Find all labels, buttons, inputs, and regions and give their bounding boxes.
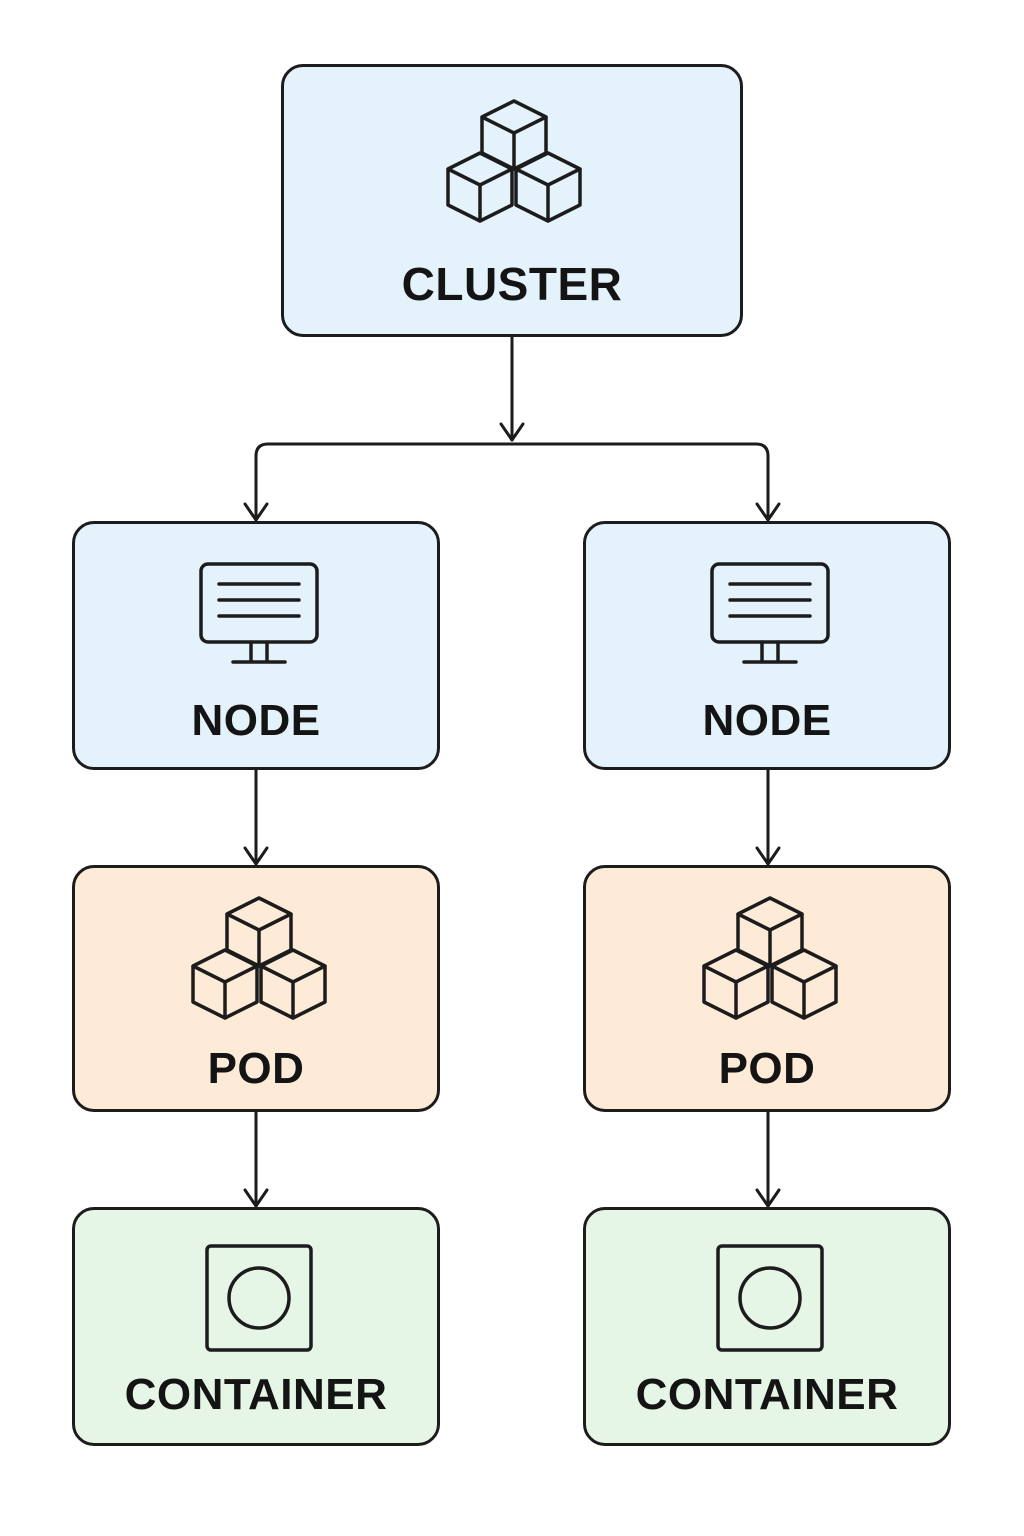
container-label: CONTAINER <box>635 1370 899 1419</box>
monitor-icon <box>710 562 830 664</box>
arrowhead-container-right <box>755 1188 781 1208</box>
cubes-icon <box>446 99 582 223</box>
connector-split <box>254 442 770 522</box>
arrowhead-pod-right <box>755 846 781 866</box>
node-label: NODE <box>702 696 832 745</box>
container-icon <box>716 1244 824 1352</box>
arrowhead-container-left <box>243 1188 269 1208</box>
node-label: NODE <box>191 696 321 745</box>
container-icon <box>205 1244 313 1352</box>
pod-label: POD <box>718 1044 816 1093</box>
container-label: CONTAINER <box>124 1370 388 1419</box>
pod-label: POD <box>207 1044 305 1093</box>
container-box-right: CONTAINER <box>583 1207 951 1446</box>
arrowhead-cluster-down <box>499 422 525 442</box>
pod-box-right: POD <box>583 865 951 1112</box>
arrowhead-node-left <box>243 502 269 522</box>
container-box-left: CONTAINER <box>72 1207 440 1446</box>
monitor-icon <box>199 562 319 664</box>
arrowhead-node-right <box>755 502 781 522</box>
arrowhead-pod-left <box>243 846 269 866</box>
cluster-box: CLUSTER <box>281 64 743 337</box>
node-box-left: NODE <box>72 521 440 770</box>
cubes-icon <box>191 896 327 1020</box>
cubes-icon <box>702 896 838 1020</box>
node-box-right: NODE <box>583 521 951 770</box>
pod-box-left: POD <box>72 865 440 1112</box>
cluster-label: CLUSTER <box>401 258 623 310</box>
